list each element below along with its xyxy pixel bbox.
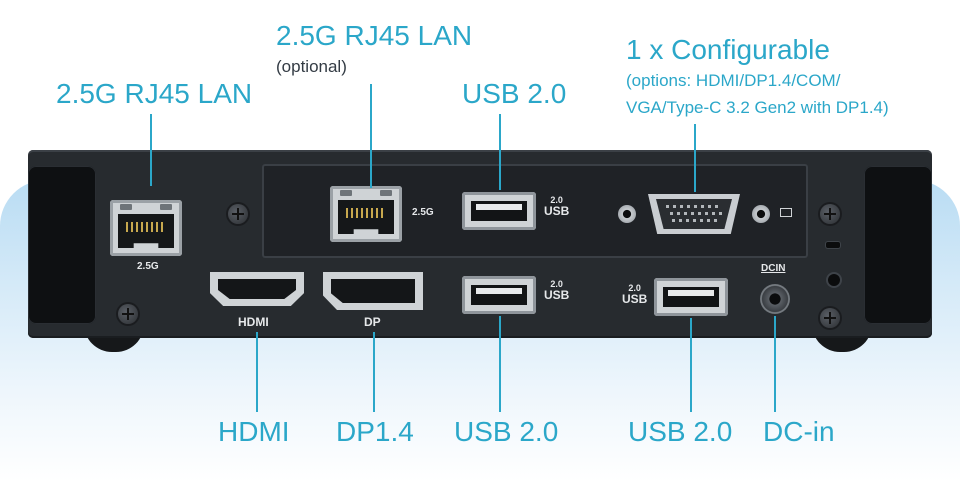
callout-line-configurable [694, 124, 696, 192]
label-usb-top: USB 2.0 [462, 78, 567, 109]
label-usb-bottom-2: USB 2.0 [628, 416, 733, 447]
usb-version: 2.0 [550, 195, 563, 205]
rj45-port-2[interactable] [330, 186, 402, 242]
label-lan-2-note: (optional) [276, 57, 347, 76]
label-usb-bottom-1: USB 2.0 [454, 416, 559, 447]
usb-bottom-1-mark: 2.0 USB [544, 279, 570, 302]
displayport-port[interactable] [323, 272, 423, 310]
callout-line-usb-bottom-2 [690, 318, 692, 412]
screw-icon [118, 304, 138, 324]
label-lan-1: 2.5G RJ45 LAN [56, 78, 253, 109]
label-configurable-note-1: (options: HDMI/DP1.4/COM/ [626, 71, 841, 90]
rj45-port-1[interactable] [110, 200, 182, 256]
hdmi-mark: HDMI [238, 315, 269, 329]
screw-icon [228, 204, 248, 224]
usb-version: 2.0 [628, 283, 641, 293]
side-bumper-left [28, 166, 96, 324]
label-hdmi: HDMI [218, 416, 290, 447]
usb-top-mark: 2.0 USB [544, 195, 570, 218]
usb-port-bottom-1[interactable] [462, 276, 536, 314]
callout-line-usb-top [499, 114, 501, 190]
usb-word: USB [622, 292, 648, 306]
side-bumper-right [864, 166, 932, 324]
label-lan-2: 2.5G RJ45 LAN [276, 20, 473, 51]
label-dcin: DC-in [763, 416, 835, 447]
label-configurable: 1 x Configurable [626, 34, 830, 65]
usb-bottom-2-mark: 2.0 USB [622, 283, 648, 306]
label-dp: DP1.4 [336, 416, 414, 447]
callout-line-dcin [774, 316, 776, 412]
usb-port-top[interactable] [462, 192, 536, 230]
callout-line-hdmi [256, 332, 258, 412]
dp-mark: DP [364, 315, 381, 329]
lan-2-mark: 2.5G [412, 207, 434, 218]
usb-version: 2.0 [550, 279, 563, 289]
dcin-mark: DCIN [761, 263, 786, 274]
callout-line-lan-1 [150, 114, 152, 186]
lock-slot [826, 242, 840, 248]
screw-icon [820, 308, 840, 328]
lan-1-mark: 2.5G [137, 261, 159, 272]
vga-port[interactable] [614, 194, 774, 234]
hdmi-port[interactable] [210, 272, 304, 306]
callout-line-dp [373, 332, 375, 412]
screw-icon [820, 204, 840, 224]
usb-port-bottom-2[interactable] [654, 278, 728, 316]
vent-hole [828, 274, 840, 286]
callout-line-usb-bottom-1 [499, 316, 501, 412]
callout-line-lan-2 [370, 84, 372, 188]
usb-word: USB [544, 204, 570, 218]
usb-word: USB [544, 288, 570, 302]
dc-in-jack[interactable] [760, 284, 790, 314]
monitor-icon [780, 208, 792, 217]
label-configurable-note-2: VGA/Type-C 3.2 Gen2 with DP1.4) [626, 98, 889, 117]
